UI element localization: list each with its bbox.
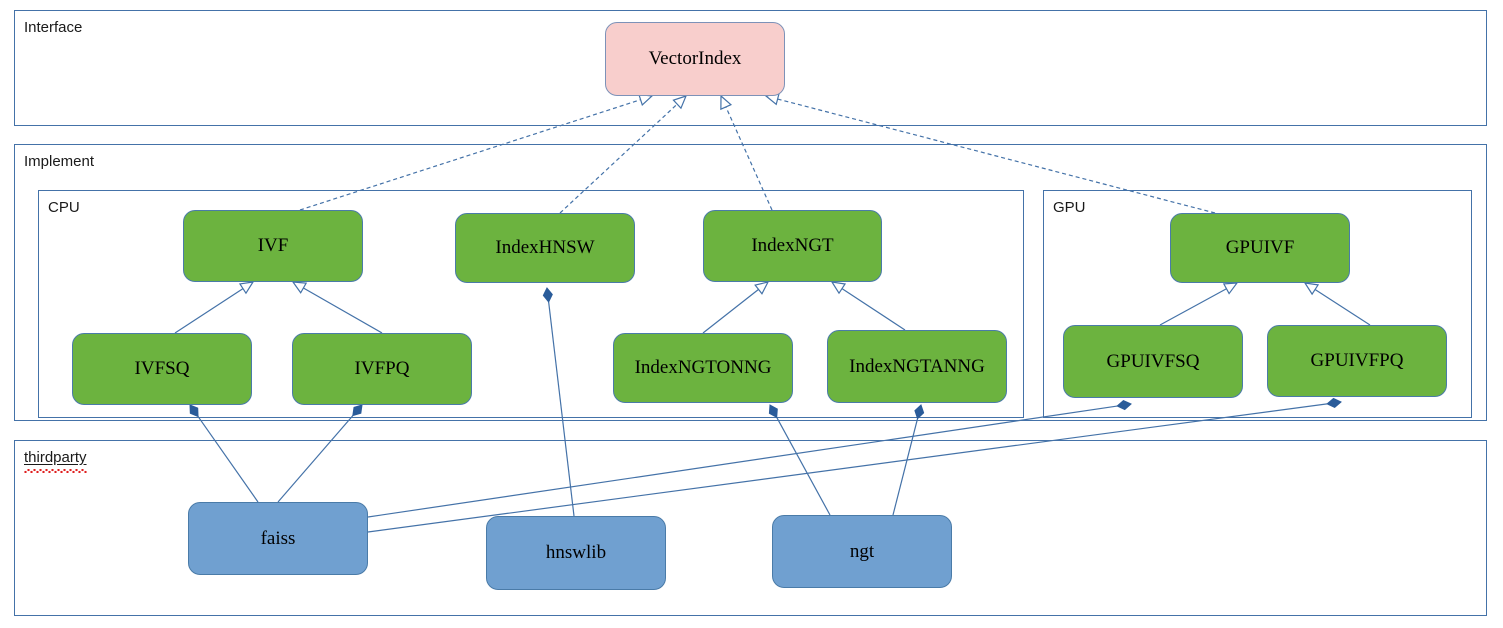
- container-implement: [14, 144, 1487, 421]
- node-gpuivf[interactable]: GPUIVF: [1170, 213, 1350, 283]
- container-label-cpu: CPU: [48, 199, 80, 216]
- edge-gpuivf-to-vectorindex: [764, 92, 1216, 214]
- edge-indexhnsw-to-vectorindex: [559, 95, 688, 214]
- container-label-interface: Interface: [24, 19, 83, 36]
- filled-diamond-arrowhead-icon: [189, 404, 199, 418]
- node-label-indexngtanng: IndexNGTANNG: [849, 355, 985, 377]
- edge-faiss-to-gpuivfpq: [367, 397, 1342, 533]
- filled-diamond-arrowhead-icon: [542, 287, 553, 303]
- node-ivf[interactable]: IVF: [183, 210, 363, 282]
- container-interface: [14, 10, 1487, 126]
- edge-ivfsq-to-ivf: [174, 281, 255, 334]
- edge-gpuivfpq-to-gpuivf: [1303, 282, 1371, 326]
- edge-ivfpq-to-ivf: [291, 281, 383, 334]
- node-ngt[interactable]: ngt: [772, 515, 952, 588]
- node-label-indexngt: IndexNGT: [751, 235, 834, 256]
- node-indexngt[interactable]: IndexNGT: [703, 210, 882, 282]
- filled-diamond-arrowhead-icon: [1326, 397, 1342, 408]
- node-vectorindex[interactable]: VectorIndex: [605, 22, 785, 96]
- edge-hnswlib-to-indexhnsw: [542, 287, 575, 517]
- node-hnswlib[interactable]: hnswlib: [486, 516, 666, 590]
- container-thirdparty: [14, 440, 1487, 616]
- edge-indexngtonng-to-indexngt: [702, 281, 770, 334]
- node-label-gpuivfsq: GPUIVFSQ: [1106, 350, 1200, 372]
- hollow-triangle-arrowhead-icon: [238, 281, 255, 295]
- node-faiss[interactable]: faiss: [188, 502, 368, 575]
- container-cpu: [38, 190, 1024, 418]
- hollow-triangle-arrowhead-icon: [291, 281, 308, 294]
- node-label-ivf: IVF: [257, 235, 289, 256]
- edge-indexngt-to-vectorindex: [720, 94, 773, 211]
- node-label-indexhnsw: IndexHNSW: [495, 237, 595, 258]
- hollow-triangle-arrowhead-icon: [1222, 282, 1239, 295]
- filled-diamond-arrowhead-icon: [1116, 399, 1132, 411]
- hollow-triangle-arrowhead-icon: [830, 281, 847, 295]
- edge-ngt-to-indexngtonng: [768, 404, 831, 516]
- node-label-indexngtonng: IndexNGTONNG: [634, 357, 772, 378]
- node-label-ngt: ngt: [849, 540, 875, 562]
- filled-diamond-arrowhead-icon: [352, 404, 363, 417]
- node-indexngtonng[interactable]: IndexNGTONNG: [613, 333, 793, 403]
- hollow-triangle-arrowhead-icon: [754, 281, 770, 295]
- edge-faiss-to-ivfsq: [189, 404, 259, 503]
- node-ivfsq[interactable]: IVFSQ: [72, 333, 252, 405]
- node-label-vectorindex: VectorIndex: [648, 48, 742, 69]
- container-gpu: [1043, 190, 1472, 418]
- node-gpuivfsq[interactable]: GPUIVFSQ: [1063, 325, 1243, 398]
- edge-faiss-to-gpuivfsq: [367, 399, 1132, 518]
- filled-diamond-arrowhead-icon: [914, 404, 925, 420]
- node-indexngtanng[interactable]: IndexNGTANNG: [827, 330, 1007, 403]
- edge-gpuivfsq-to-gpuivf: [1159, 282, 1239, 326]
- node-label-faiss: faiss: [260, 527, 296, 549]
- spellcheck-squiggle-icon: [24, 469, 87, 473]
- node-indexhnsw[interactable]: IndexHNSW: [455, 213, 635, 283]
- node-label-ivfpq: IVFPQ: [354, 358, 410, 379]
- node-gpuivfpq[interactable]: GPUIVFPQ: [1267, 325, 1447, 397]
- edge-indexngtanng-to-indexngt: [830, 281, 906, 331]
- edge-ivf-to-vectorindex: [299, 93, 654, 211]
- hollow-triangle-arrowhead-icon: [1303, 282, 1320, 296]
- edge-ngt-to-indexngtanng: [892, 404, 925, 516]
- edge-faiss-to-ivfpq: [277, 404, 363, 503]
- node-label-gpuivf: GPUIVF: [1225, 237, 1295, 258]
- node-label-ivfsq: IVFSQ: [134, 358, 190, 379]
- node-label-hnswlib: hnswlib: [545, 542, 607, 563]
- node-ivfpq[interactable]: IVFPQ: [292, 333, 472, 405]
- filled-diamond-arrowhead-icon: [768, 404, 778, 419]
- container-label-gpu: GPU: [1053, 199, 1086, 216]
- node-label-gpuivfpq: GPUIVFPQ: [1310, 350, 1404, 371]
- container-label-thirdparty: thirdparty: [24, 449, 87, 473]
- hollow-triangle-arrowhead-icon: [720, 94, 733, 111]
- container-label-implement: Implement: [24, 153, 95, 170]
- hollow-triangle-arrowhead-icon: [672, 95, 688, 110]
